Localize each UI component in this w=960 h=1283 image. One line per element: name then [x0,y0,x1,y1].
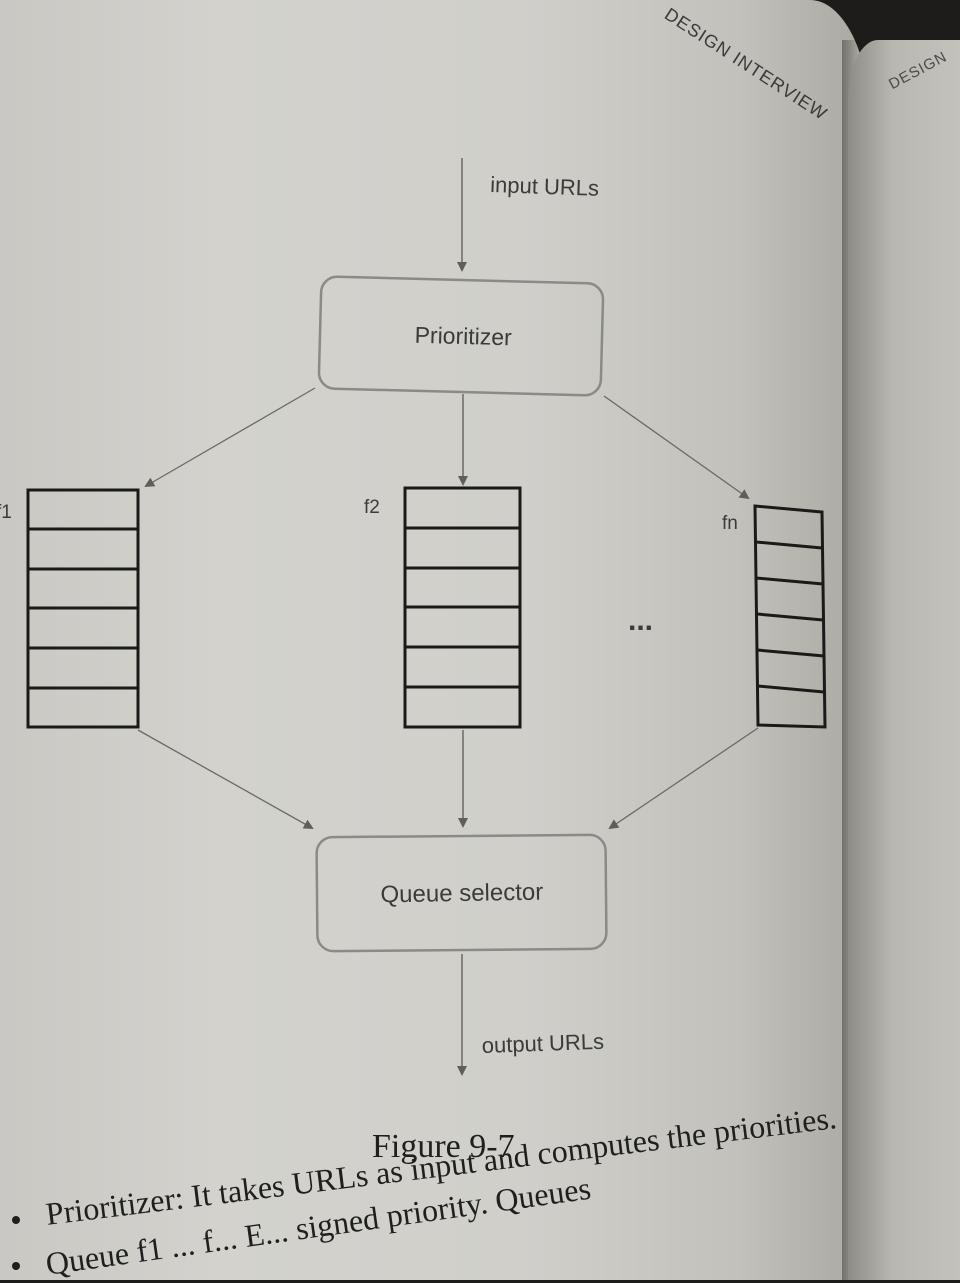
queue-f2-label: f2 [364,497,380,518]
input-label: input URLs [490,172,600,201]
queue-fn-label: fn [722,513,738,534]
arrow-prioritizer-to-fn [603,395,750,500]
ellipsis: ... [628,604,653,637]
queue-selector-box [315,833,608,953]
queue-f1-label: f1 [0,502,12,523]
next-book-page [848,40,960,1280]
bullet-icon [12,1216,20,1224]
arrow-f1-to-selector [137,729,314,829]
bullet-icon [12,1262,20,1270]
figure-caption: Figure 9-7 [372,1128,515,1165]
arrow-prioritizer-to-f1 [144,387,316,488]
queue-fn [753,504,827,729]
queue-f1 [26,488,140,729]
url-frontier-diagram: input URLs Prioritizer f1 f2 fn ... [0,158,827,1076]
book-page [0,0,870,1280]
prioritizer-label: Prioritizer [414,322,512,351]
output-label: output URLs [481,1029,604,1058]
queue-f2 [403,486,522,729]
queue-selector-label: Queue selector [380,879,543,909]
prioritizer-box [317,275,605,397]
arrow-fn-to-selector [608,727,759,830]
